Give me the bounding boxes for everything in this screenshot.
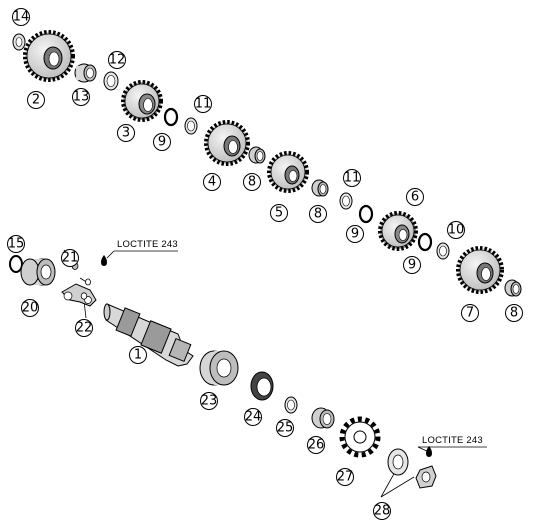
part-11-washer-b [339, 192, 353, 210]
svg-text:11: 11 [195, 97, 212, 112]
callout-20: 20 [21, 299, 39, 317]
callout-5: 5 [270, 204, 288, 222]
callout-8b: 8 [309, 205, 327, 223]
svg-text:20: 20 [22, 301, 39, 316]
svg-text:13: 13 [73, 90, 90, 105]
callout-8a: 8 [243, 173, 261, 191]
loctite-drop-icon-bottom [426, 446, 432, 457]
svg-text:28: 28 [374, 504, 391, 519]
leader-lines [63, 249, 487, 498]
svg-text:11: 11 [344, 171, 361, 186]
callout-6: 6 [406, 188, 424, 206]
svg-text:7: 7 [466, 306, 474, 321]
part-20-ball-bearing [20, 258, 56, 286]
part-23-ball-bearing [199, 350, 239, 386]
part-28-washer-nut [387, 448, 437, 489]
callout-23: 23 [200, 392, 218, 410]
part-6-gear [378, 211, 418, 251]
part-3-gear [121, 80, 163, 122]
callout-9c: 9 [403, 256, 421, 274]
part-12-washer [103, 71, 119, 91]
svg-text:21: 21 [62, 251, 79, 266]
part-27-sprocket [339, 416, 381, 458]
callout-15: 15 [7, 235, 25, 253]
svg-text:26: 26 [308, 438, 325, 453]
callout-3: 3 [117, 124, 135, 142]
svg-text:25: 25 [277, 421, 294, 436]
part-4-gear [204, 120, 250, 166]
callout-7: 7 [461, 304, 479, 322]
callout-25: 25 [276, 419, 294, 437]
svg-text:23: 23 [201, 394, 218, 409]
callout-1: 1 [129, 346, 147, 364]
callout-13: 13 [72, 88, 90, 106]
callout-9a: 9 [153, 133, 171, 151]
callouts: 14 2 13 12 3 9 11 4 8 5 8 11 9 6 9 10 7 … [7, 8, 523, 520]
svg-text:27: 27 [337, 470, 354, 485]
part-7-gear [456, 246, 504, 294]
callout-9b: 9 [346, 225, 364, 243]
callout-27: 27 [336, 468, 354, 486]
svg-text:8: 8 [510, 306, 518, 321]
callout-21: 21 [61, 249, 79, 267]
callout-11a: 11 [194, 95, 212, 113]
svg-text:10: 10 [448, 223, 465, 238]
svg-text:1: 1 [134, 348, 142, 363]
svg-text:22: 22 [76, 321, 93, 336]
svg-text:5: 5 [275, 206, 283, 221]
svg-text:14: 14 [13, 10, 30, 25]
callout-11b: 11 [343, 169, 361, 187]
part-10-washer [436, 242, 450, 260]
callout-28: 28 [373, 502, 391, 520]
svg-text:12: 12 [109, 53, 126, 68]
svg-text:24: 24 [245, 410, 262, 425]
svg-text:9: 9 [408, 258, 416, 273]
svg-text:3: 3 [122, 126, 130, 141]
part-15-circlip [9, 255, 23, 273]
part-lever-bracket [61, 283, 97, 307]
callout-22: 22 [75, 319, 93, 337]
callout-12: 12 [108, 51, 126, 69]
part-9-circlip-b [358, 204, 374, 224]
callout-2: 2 [27, 91, 45, 109]
part-1-shaft [103, 303, 194, 367]
svg-text:8: 8 [314, 207, 322, 222]
part-26-spacer [311, 407, 335, 429]
part-8-bearing-b [311, 179, 329, 197]
svg-text:4: 4 [208, 175, 216, 190]
callout-8c: 8 [505, 304, 523, 322]
svg-text:9: 9 [351, 227, 359, 242]
part-11-washer-a [184, 117, 198, 135]
svg-text:2: 2 [32, 93, 40, 108]
part-24-seal-ring [250, 371, 274, 401]
svg-text:8: 8 [248, 175, 256, 190]
callout-4: 4 [203, 173, 221, 191]
part-8-bearing-a [248, 146, 266, 164]
part-9-circlip-a [163, 107, 179, 127]
callout-26: 26 [307, 436, 325, 454]
part-2-gear [23, 30, 75, 82]
part-5-gear [267, 151, 309, 193]
svg-text:15: 15 [8, 237, 25, 252]
callout-14: 14 [12, 8, 30, 26]
svg-text:9: 9 [158, 135, 166, 150]
loctite-note-top: LOCTITE 243 [117, 239, 178, 250]
loctite-note-bottom: LOCTITE 243 [422, 435, 483, 446]
part-22-screw [80, 278, 91, 300]
callout-24: 24 [244, 408, 262, 426]
part-25-washer [284, 396, 298, 414]
svg-text:6: 6 [411, 190, 419, 205]
part-8-bearing-c [504, 279, 522, 297]
part-14-washer [12, 33, 26, 51]
loctite-drop-icon-top [101, 255, 107, 266]
part-13-bearing [74, 63, 97, 83]
callout-10: 10 [447, 221, 465, 239]
part-9-circlip-c [417, 232, 433, 252]
